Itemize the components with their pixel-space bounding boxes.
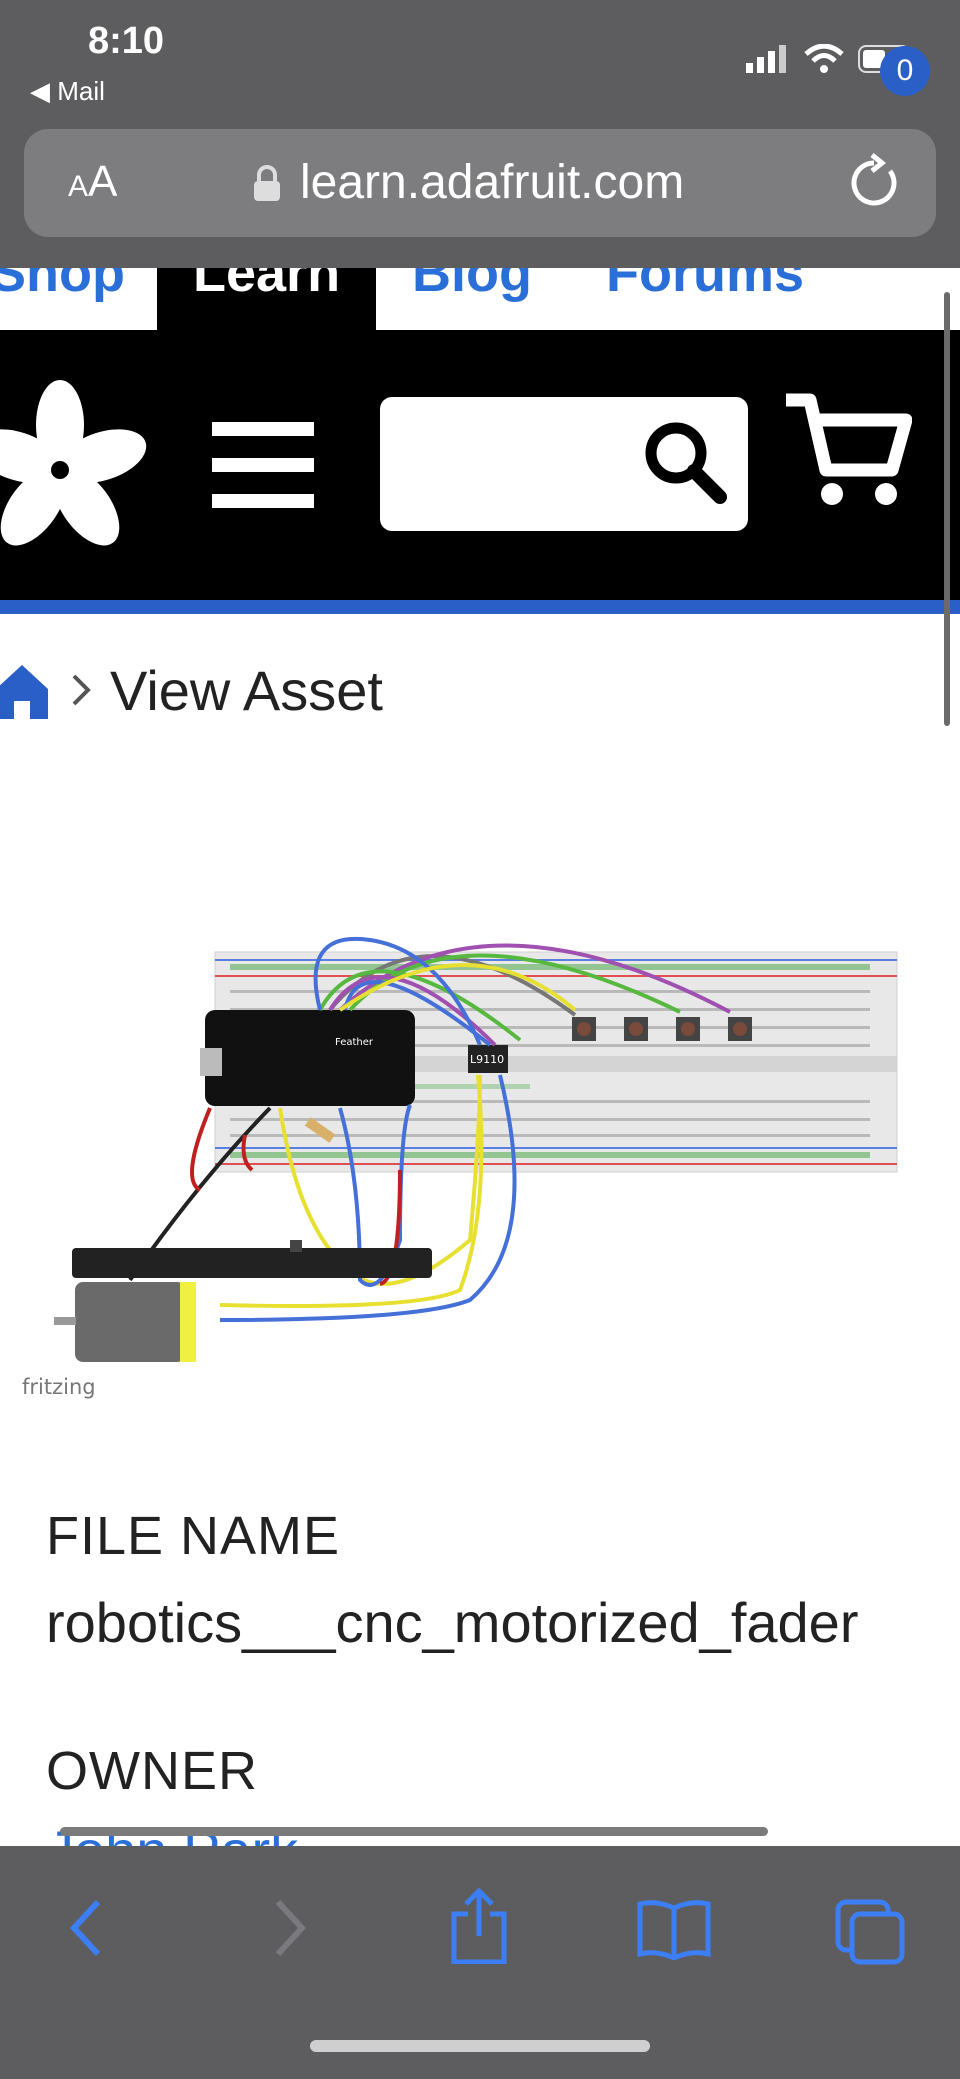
- signal-icon: [746, 45, 786, 73]
- slide-potentiometer: [72, 1248, 432, 1278]
- bookmarks-icon[interactable]: [636, 1898, 712, 1960]
- url-text[interactable]: learn.adafruit.com: [300, 156, 685, 209]
- cart-icon[interactable]: [782, 390, 912, 510]
- dc-motor: [75, 1282, 185, 1362]
- lock-icon: [254, 165, 280, 201]
- status-time: 8:10: [88, 20, 165, 62]
- home-indicator[interactable]: [310, 2040, 650, 2052]
- chevron-right-icon: [72, 674, 91, 706]
- l9110-chip: [468, 1045, 508, 1073]
- header-divider: [0, 600, 960, 614]
- address-bar[interactable]: AAAA learn.adafruit.com: [24, 129, 936, 237]
- home-icon[interactable]: [0, 661, 48, 719]
- tab-shop[interactable]: Shop: [0, 268, 125, 303]
- file-name-label: FILE NAME: [46, 1506, 341, 1566]
- breadcrumb: View Asset: [0, 655, 383, 725]
- breadcrumb-current: View Asset: [110, 658, 383, 722]
- site-header: [0, 330, 960, 600]
- forward-icon[interactable]: [270, 1898, 310, 1958]
- horizontal-scrollbar[interactable]: [60, 1827, 768, 1836]
- search-icon[interactable]: [642, 419, 728, 505]
- feather-board: [205, 1010, 415, 1106]
- circuit-diagram-image: Feather L9110 fritzing: [22, 936, 898, 1399]
- hamburger-menu-icon[interactable]: [212, 422, 314, 508]
- adafruit-logo-icon[interactable]: [0, 380, 150, 560]
- fritzing-watermark: fritzing: [22, 1375, 96, 1399]
- owner-label: OWNER: [46, 1741, 258, 1801]
- reload-icon[interactable]: [846, 153, 902, 211]
- cart-count-badge: 0: [880, 46, 930, 96]
- vertical-scrollbar[interactable]: [944, 292, 950, 726]
- tab-blog[interactable]: Blog: [412, 268, 532, 303]
- tab-forums[interactable]: Forums: [606, 268, 805, 303]
- site-tab-nav: Shop Learn Blog Forums: [0, 268, 960, 330]
- tabs-icon[interactable]: [834, 1898, 906, 1966]
- search-input[interactable]: [380, 397, 748, 531]
- back-icon[interactable]: [66, 1898, 106, 1958]
- feather-label: Feather: [335, 1037, 374, 1048]
- back-to-mail-link[interactable]: ◀ Mail: [30, 76, 105, 106]
- chip-label: L9110: [470, 1053, 504, 1066]
- tab-learn[interactable]: Learn: [157, 268, 377, 330]
- share-icon[interactable]: [448, 1888, 510, 1964]
- file-name-value: robotics___cnc_motorized_fader: [46, 1591, 859, 1654]
- text-size-button[interactable]: AAAA: [68, 157, 118, 206]
- wifi-icon: [804, 44, 844, 73]
- browser-top-chrome: 8:10 ◀ Mail AAAA learn.adafruit.com: [0, 0, 960, 268]
